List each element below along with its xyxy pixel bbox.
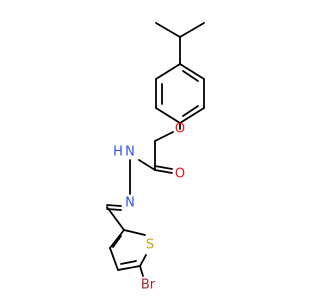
molecule-structure-diagram: O O N H N S Br	[106, 22, 205, 293]
bond-carbonyl-to-amide-n	[138, 159, 156, 171]
bond-c-to-br	[139, 265, 144, 277]
bond-carbonyl-double-2	[154, 165, 173, 170]
bond-benzene-1	[179, 63, 205, 80]
atom-label-imine-nitrogen: N	[125, 196, 135, 211]
atom-labels: O O N H N S Br	[113, 122, 185, 293]
bond-benzene-double-1	[182, 70, 199, 82]
bond-thiophene-double-1	[112, 235, 122, 248]
atom-label-amide-hydrogen: H	[113, 145, 123, 160]
bond-isopropyl-methyl-left	[155, 22, 181, 38]
bond-lines	[106, 22, 205, 277]
bond-benzene-4	[155, 107, 181, 124]
atom-label-bromine: Br	[141, 278, 156, 293]
bond-benzene-6	[155, 63, 181, 80]
bond-thiophene-5	[123, 229, 146, 236]
atom-label-amide-nitrogen: N	[125, 145, 135, 160]
bond-ether-o-to-ch2	[154, 131, 174, 142]
bond-thiophene-4	[139, 254, 147, 267]
bond-isopropyl-methyl-right	[179, 22, 205, 38]
bond-carbonyl-double-1	[154, 169, 173, 174]
bond-thiophene-double-2	[120, 260, 137, 265]
bond-thiophene-1	[109, 229, 125, 249]
atom-label-carbonyl-oxygen: O	[175, 167, 185, 182]
bond-imine-c-to-thiophene	[106, 206, 125, 231]
bond-benzene-double-2	[182, 105, 199, 117]
bond-imine-double-1	[106, 204, 122, 207]
bond-thiophene-2	[109, 247, 119, 271]
bond-thiophene-3	[117, 265, 141, 271]
bond-benzene-3	[179, 107, 205, 124]
atom-label-thiophene-sulfur: S	[146, 238, 154, 253]
atom-label-ether-oxygen: O	[175, 122, 185, 137]
